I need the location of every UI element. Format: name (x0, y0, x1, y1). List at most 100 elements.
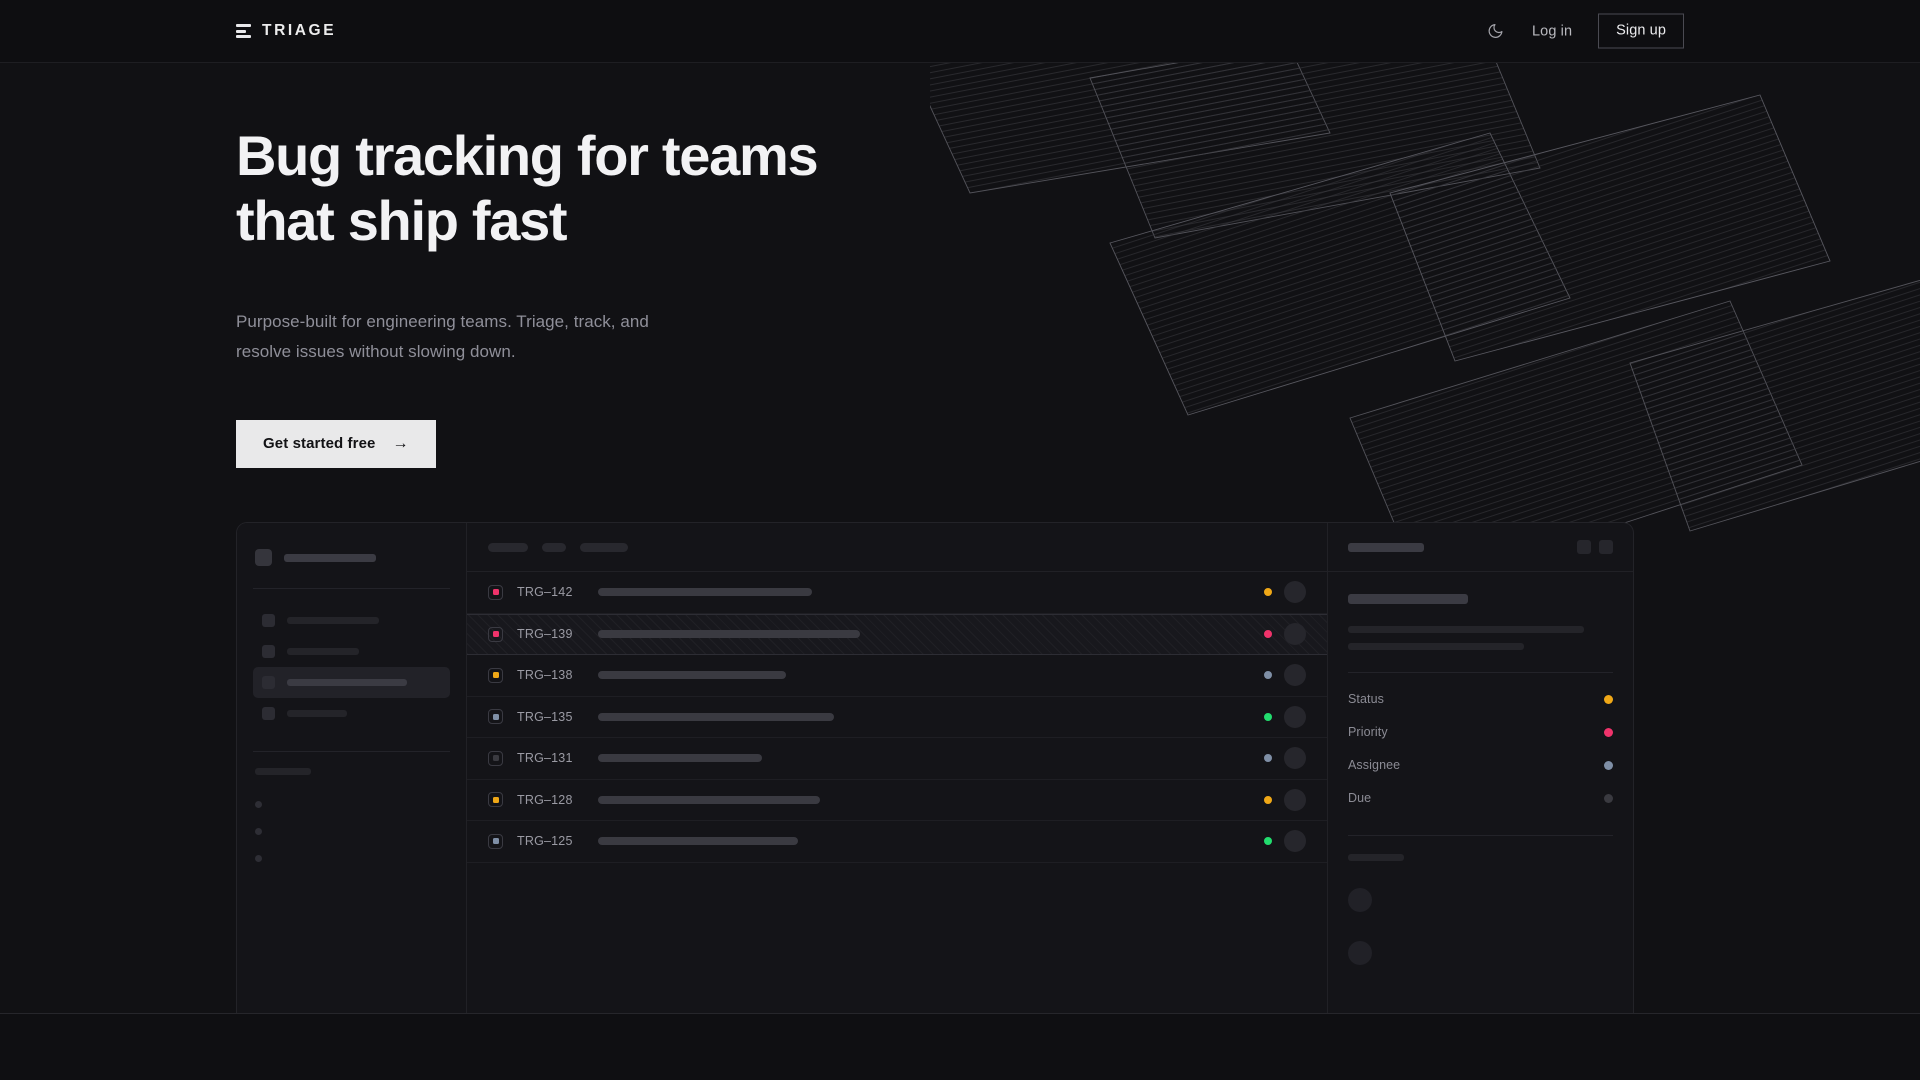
assignee-avatar[interactable] (1284, 664, 1306, 687)
issue-row[interactable]: TRG–142 (467, 572, 1327, 614)
detail-body-line-0 (1348, 626, 1584, 633)
sub-item-dot-icon (255, 801, 262, 808)
sidebar-nav-item-0[interactable] (253, 605, 450, 636)
status-dot-icon (1264, 712, 1272, 721)
issue-row-meta (1264, 705, 1306, 728)
detail-action-button-0[interactable] (1577, 540, 1591, 554)
get-started-label: Get started free (263, 435, 376, 453)
assignee-avatar[interactable] (1284, 705, 1306, 728)
sidebar-sub-item-1[interactable] (253, 818, 450, 845)
page-title: Bug tracking for teams that ship fast (236, 124, 819, 253)
meta-row-due[interactable]: Due (1348, 782, 1613, 815)
activity-item-1 (1348, 932, 1613, 985)
stacked-bars-logo-icon (236, 24, 251, 38)
issue-id: TRG–135 (517, 709, 573, 724)
status-dot-icon (1264, 630, 1272, 639)
issue-row[interactable]: TRG–139 (467, 613, 1327, 655)
detail-body-line-1 (1348, 643, 1524, 650)
brand-wordmark: TRIAGE (262, 22, 337, 39)
detail-body-lines (1348, 626, 1613, 650)
workspace-switcher[interactable] (253, 541, 450, 566)
meta-row-priority[interactable]: Priority (1348, 716, 1613, 749)
issue-row[interactable]: TRG–128 (467, 780, 1327, 821)
nav-item-label-placeholder (287, 710, 347, 717)
toolbar-control-2[interactable] (580, 542, 628, 552)
footer-band (0, 1014, 1920, 1080)
assignee-avatar[interactable] (1284, 581, 1306, 604)
priority-indicator-icon[interactable] (488, 750, 503, 766)
meta-label: Assignee (1348, 758, 1401, 772)
sidebar-divider-bottom (253, 751, 450, 752)
meta-label: Status (1348, 692, 1385, 706)
header-actions: Log in Sign up (1484, 13, 1684, 49)
sidebar-nav-item-2[interactable] (253, 667, 450, 698)
assignee-avatar[interactable] (1284, 788, 1306, 811)
issue-row[interactable]: TRG–138 (467, 655, 1327, 697)
issue-row[interactable]: TRG–135 (467, 697, 1327, 738)
meta-row-assignee[interactable]: Assignee (1348, 749, 1613, 782)
toolbar-control-0[interactable] (488, 542, 528, 552)
issue-row-meta (1264, 664, 1306, 687)
sidebar-sub-item-0[interactable] (253, 791, 450, 818)
nav-item-icon (262, 645, 275, 658)
hero-section: Bug tracking for teams that ship fast Pu… (0, 63, 1920, 1013)
assignee-avatar[interactable] (1284, 747, 1306, 770)
sidebar-nav-list (253, 605, 450, 729)
priority-indicator-icon[interactable] (488, 626, 503, 642)
sidebar-divider-top (253, 588, 450, 589)
hero-subtitle: Purpose-built for engineering teams. Tri… (236, 312, 649, 361)
decorative-panels-graphic (930, 63, 1920, 553)
nav-item-label-placeholder (287, 648, 359, 655)
section-divider (0, 1013, 1920, 1014)
detail-action-button-1[interactable] (1599, 540, 1613, 554)
signup-button[interactable]: Sign up (1598, 13, 1684, 49)
meta-value-dot-icon (1604, 727, 1613, 737)
mockup-sidebar (237, 523, 467, 1013)
status-dot-icon (1264, 754, 1272, 763)
issue-title-placeholder (598, 630, 860, 639)
assignee-avatar[interactable] (1284, 623, 1306, 646)
priority-indicator-icon[interactable] (488, 584, 503, 600)
issue-id: TRG–138 (517, 668, 573, 683)
meta-row-status[interactable]: Status (1348, 683, 1613, 716)
brand-logo[interactable]: TRIAGE (236, 22, 336, 40)
detail-divider-2 (1348, 835, 1613, 836)
issue-row-meta (1264, 581, 1306, 604)
assignee-avatar[interactable] (1284, 830, 1306, 853)
activity-avatar (1348, 888, 1372, 912)
meta-value-dot-icon (1604, 694, 1613, 704)
nav-item-icon (262, 707, 275, 720)
issue-title-placeholder (598, 671, 786, 680)
login-link[interactable]: Log in (1532, 23, 1573, 39)
priority-indicator-icon[interactable] (488, 667, 503, 683)
issue-row[interactable]: TRG–125 (467, 821, 1327, 863)
priority-indicator-icon[interactable] (488, 833, 503, 849)
priority-indicator-icon[interactable] (488, 792, 503, 808)
sidebar-nav-item-1[interactable] (253, 636, 450, 667)
priority-indicator-icon[interactable] (488, 709, 503, 725)
sidebar-sub-list (253, 791, 450, 872)
hero-copy: Bug tracking for teams that ship fast Pu… (236, 123, 996, 468)
activity-label-placeholder (1348, 854, 1404, 861)
sidebar-sub-item-2[interactable] (253, 845, 450, 872)
meta-value-dot-icon (1604, 760, 1613, 770)
workspace-name-placeholder (284, 553, 376, 562)
issue-title-placeholder (598, 588, 812, 597)
moon-icon[interactable] (1484, 20, 1506, 42)
sidebar-section-label (255, 768, 448, 775)
toolbar-control-1[interactable] (542, 542, 566, 552)
status-dot-icon (1264, 837, 1272, 846)
issue-row-meta (1264, 747, 1306, 770)
nav-item-icon (262, 676, 275, 689)
activity-item-0 (1348, 879, 1613, 932)
meta-label: Due (1348, 791, 1372, 805)
get-started-button[interactable]: Get started free → (236, 419, 436, 468)
status-dot-icon (1264, 671, 1272, 680)
arrow-right-icon: → (392, 434, 409, 452)
sidebar-nav-item-3[interactable] (253, 698, 450, 729)
issue-row[interactable]: TRG–131 (467, 738, 1327, 780)
issue-row-meta (1264, 830, 1306, 853)
